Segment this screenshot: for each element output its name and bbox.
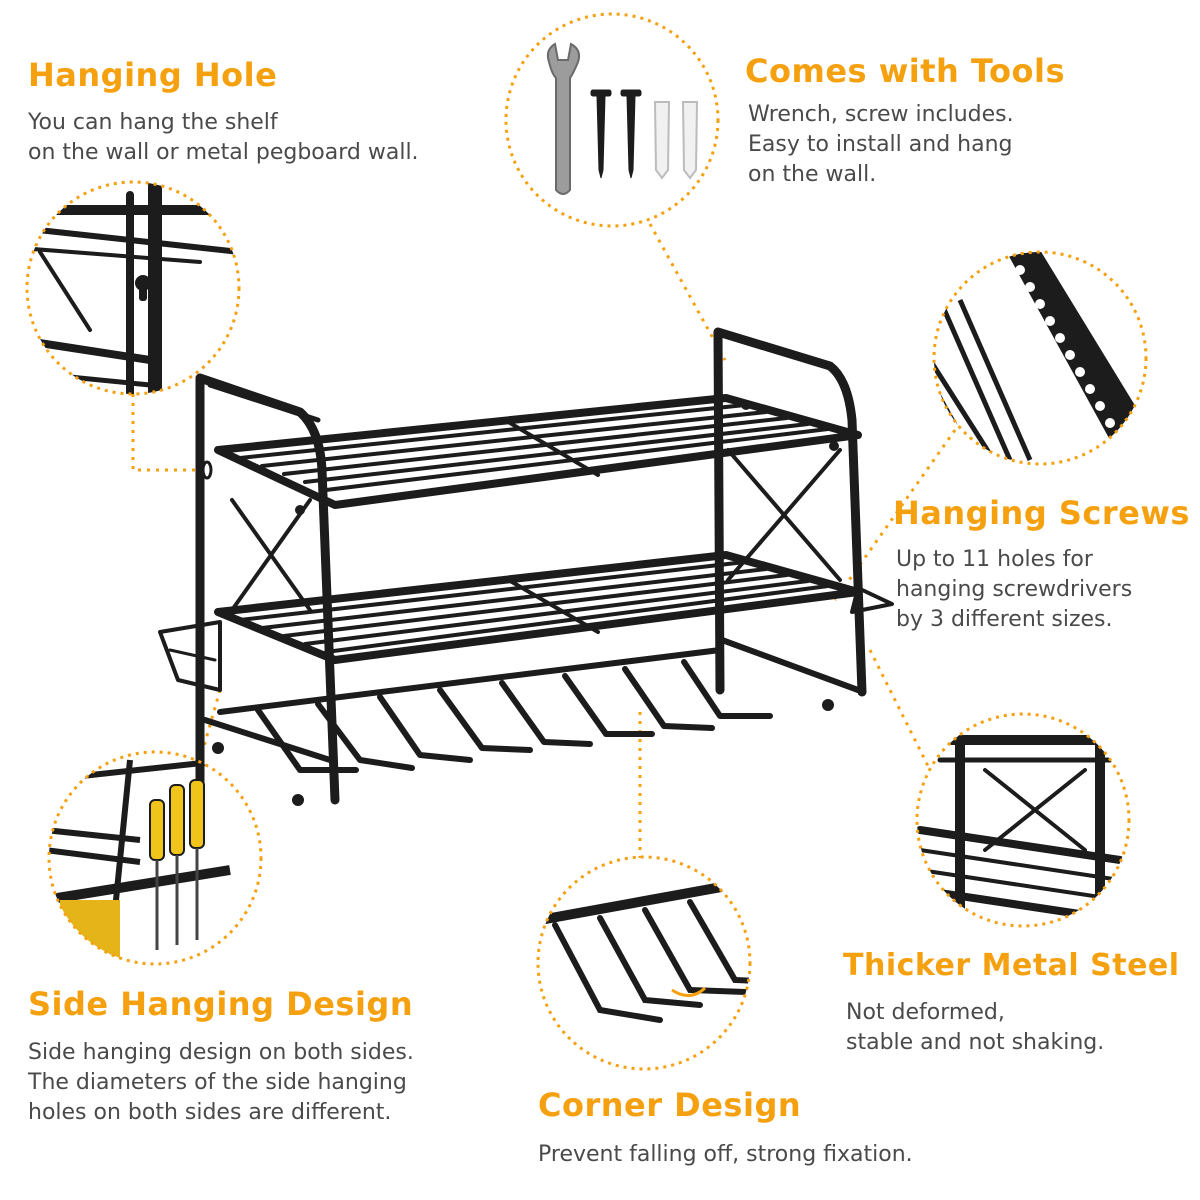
hanging-screws-line-3: by 3 different sizes. bbox=[896, 607, 1113, 632]
hanging-hole-title: Hanging Hole bbox=[28, 56, 278, 94]
circle-tools bbox=[504, 12, 720, 228]
hanging-screws-description: Up to 11 holes for hanging screwdrivers … bbox=[896, 545, 1132, 635]
right-side-frame bbox=[713, 327, 867, 697]
side-hanging-design-title: Side Hanging Design bbox=[28, 985, 414, 1023]
keyhole-icon bbox=[135, 275, 151, 301]
middle-shelf bbox=[158, 551, 894, 692]
circle-hanging-hole bbox=[25, 180, 241, 396]
hanging-hole-line-2: on the wall or metal pegboard wall. bbox=[28, 140, 419, 165]
wall-anchor-icon bbox=[653, 101, 699, 180]
connector-side-hanging bbox=[198, 689, 222, 761]
hanging-screws-title: Hanging Screws bbox=[893, 494, 1190, 532]
comes-with-tools-title: Comes with Tools bbox=[745, 52, 1066, 90]
side-hanging-line-2: The diameters of the side hanging bbox=[28, 1070, 407, 1095]
side-hanging-design-description: Side hanging design on both sides. The d… bbox=[28, 1038, 414, 1128]
thicker-metal-steel-description: Not deformed, stable and not shaking. bbox=[846, 998, 1104, 1058]
hanging-hole-line-1: You can hang the shelf bbox=[28, 110, 278, 135]
comes-with-tools-line-1: Wrench, screw includes. bbox=[748, 102, 1014, 127]
comes-with-tools-description: Wrench, screw includes. Easy to install … bbox=[748, 100, 1014, 190]
connector-thicker-steel bbox=[868, 649, 932, 771]
hanging-screws-line-1: Up to 11 holes for bbox=[896, 547, 1093, 572]
drill-rack bbox=[217, 647, 773, 773]
screw-icon bbox=[590, 89, 642, 179]
circle-hanging-screws bbox=[932, 250, 1148, 466]
screwdriver-icon bbox=[149, 779, 205, 950]
top-shelf bbox=[214, 394, 862, 509]
hanging-screws-line-2: hanging screwdrivers bbox=[896, 577, 1133, 602]
comes-with-tools-line-3: on the wall. bbox=[748, 162, 877, 187]
tool-shelf-main bbox=[158, 327, 894, 806]
corner-arrow-icon bbox=[671, 986, 707, 997]
comes-with-tools-line-2: Easy to install and hang bbox=[748, 132, 1013, 157]
circle-thicker-metal bbox=[915, 712, 1131, 928]
thicker-metal-line-1: Not deformed, bbox=[846, 1000, 1005, 1025]
connector-lines bbox=[131, 223, 957, 858]
connector-hanging-hole bbox=[131, 394, 208, 472]
hanging-hole-description: You can hang the shelf on the wall or me… bbox=[28, 108, 419, 168]
corner-design-description: Prevent falling off, strong fixation. bbox=[538, 1140, 913, 1170]
corner-design-line-1: Prevent falling off, strong fixation. bbox=[538, 1142, 913, 1167]
side-hanging-line-1: Side hanging design on both sides. bbox=[28, 1040, 414, 1065]
thicker-metal-line-2: stable and not shaking. bbox=[846, 1030, 1105, 1055]
corner-design-title: Corner Design bbox=[538, 1086, 802, 1124]
circle-corner-design bbox=[536, 855, 752, 1071]
mount-caps bbox=[212, 400, 839, 806]
thicker-metal-steel-title: Thicker Metal Steel bbox=[843, 948, 1180, 983]
side-hanging-line-3: holes on both sides are different. bbox=[28, 1100, 392, 1125]
frame-hanging-hole bbox=[201, 460, 213, 480]
circle-side-hanging bbox=[47, 750, 263, 966]
wrench-icon bbox=[546, 42, 581, 195]
